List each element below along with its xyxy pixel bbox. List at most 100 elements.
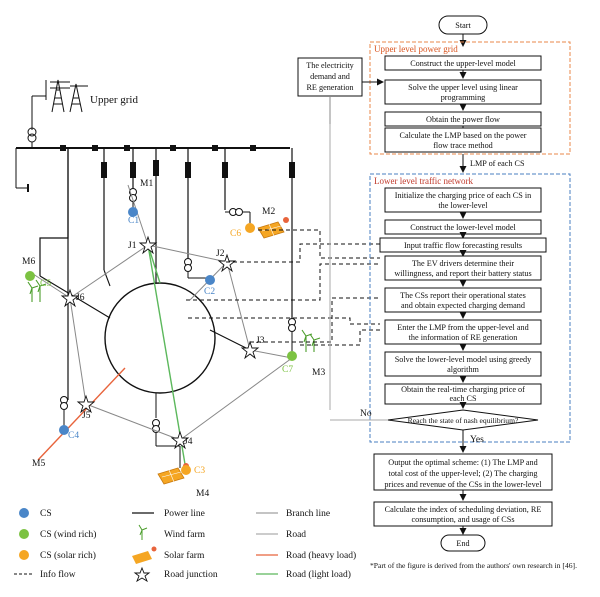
legend-cs-solar-marker: [19, 550, 29, 560]
svg-text:the information of RE generati: the information of RE generation: [409, 333, 518, 342]
cs-c3-label: C3: [194, 466, 205, 476]
m6-label: M6: [22, 257, 35, 267]
step-output-scheme: [373, 453, 553, 491]
svg-text:and obtain expected charging d: and obtain expected charging demand: [401, 301, 525, 310]
no-label: No: [360, 409, 372, 419]
start-label: Start: [455, 21, 471, 30]
svg-text:Enter the LMP from the upper-l: Enter the LMP from the upper-level and: [397, 323, 528, 332]
svg-text:RE generation: RE generation: [306, 83, 353, 92]
heavy-road: [37, 367, 126, 461]
cs-c5: [25, 271, 35, 281]
junction-j2: [217, 253, 237, 273]
network-diagram: Upper grid: [15, 79, 380, 499]
legend-branch-line: Branch line: [286, 509, 330, 519]
cs-c5-label: C5: [40, 279, 51, 289]
svg-text:willingness, and report their: willingness, and report their battery st…: [394, 269, 531, 278]
legend-road-junction: Road junction: [164, 570, 218, 580]
upper-grid-label: Upper grid: [90, 94, 138, 106]
cs-c1: [128, 207, 138, 217]
m1-label: M1: [140, 179, 153, 189]
cs-c3: [181, 465, 191, 475]
legend-cs-wind: CS (wind rich): [40, 529, 96, 540]
decision-nash: [387, 409, 539, 431]
central-substation: [104, 282, 216, 394]
bus-breakers: [60, 145, 256, 151]
roads: [29, 184, 293, 441]
cs-c7: [287, 351, 297, 361]
legend: CS CS (wind rich) CS (solar rich) Info f…: [14, 508, 577, 583]
legend-info-flow: Info flow: [40, 569, 76, 580]
lower-section-title: Lower level traffic network: [374, 176, 474, 186]
transmission-tower-icon: [31, 79, 88, 130]
legend-wind-farm: Wind farm: [164, 529, 206, 540]
svg-text:The CSs report their operation: The CSs report their operational states: [400, 291, 526, 300]
junction-j4-label: J4: [184, 437, 193, 447]
svg-text:Obtain the power flow: Obtain the power flow: [426, 115, 500, 124]
road-junctions: [60, 235, 260, 450]
legend-cs-wind-marker: [19, 529, 29, 539]
upper-section-title: Upper level power grid: [374, 44, 458, 54]
step-init-price: [384, 187, 542, 213]
svg-text:Output the optimal scheme: (1): Output the optimal scheme: (1) The LMP a…: [388, 458, 537, 467]
wind-farm-icon: [301, 329, 321, 352]
legend-cs-marker: [19, 508, 29, 518]
wind-farm-icon: [138, 524, 148, 540]
lmp-label: LMP of each CS: [470, 159, 525, 168]
lower-level-section: [369, 173, 571, 443]
m5-label: M5: [32, 459, 45, 469]
info-flows: [186, 229, 380, 346]
m4-label: M4: [196, 489, 209, 499]
svg-text:prices and revenue of the CSs: prices and revenue of the CSs in the low…: [384, 480, 542, 489]
flowchart: Start Upper level power grid The electri…: [297, 15, 571, 552]
cs-c1-label: C1: [128, 216, 139, 226]
svg-text:total cost of the upper-level;: total cost of the upper-level; (2) The c…: [389, 469, 538, 478]
svg-text:Solve the lower-level model us: Solve the lower-level model using greedy: [395, 355, 532, 364]
footnote: *Part of the figure is derived from the …: [370, 561, 577, 570]
svg-text:the lower-level: the lower-level: [438, 201, 488, 210]
solar-farm-icon: [257, 217, 289, 239]
svg-text:Solve the upper level using li: Solve the upper level using linear: [408, 83, 518, 92]
junction-j5-label: J5: [82, 411, 91, 421]
input-box: [297, 57, 363, 97]
cs-c6-label: C6: [230, 229, 241, 239]
junction-j5: [76, 394, 96, 414]
m3-label: M3: [312, 368, 325, 378]
end-terminal: [440, 534, 486, 552]
svg-text:Calculate the index of schedul: Calculate the index of scheduling deviat…: [385, 505, 542, 514]
junction-j4: [170, 430, 190, 450]
legend-solar-farm: Solar farm: [164, 550, 205, 561]
svg-text:Calculate the LMP based on the: Calculate the LMP based on the power: [399, 131, 526, 140]
upper-level-section: [369, 41, 571, 155]
yes-label: Yes: [470, 435, 484, 445]
end-label: End: [456, 539, 469, 548]
solar-farm-icon: [132, 546, 157, 564]
junction-j6: [60, 288, 80, 308]
junction-j3: [240, 340, 260, 360]
svg-text:each CS: each CS: [449, 394, 477, 403]
cs-c7-label: C7: [282, 365, 293, 375]
cs-c4: [59, 425, 69, 435]
svg-text:flow trace method: flow trace method: [433, 141, 493, 150]
step-solve-upper: [384, 79, 542, 105]
svg-text:Initialize the charging price: Initialize the charging price of each CS…: [395, 191, 532, 200]
cs-c4-label: C4: [68, 431, 79, 441]
main-transformer-icon: [27, 127, 37, 148]
cs-c2-label: C2: [204, 287, 215, 297]
distribution-transformers: [60, 188, 296, 433]
legend-road-heavy: Road (heavy load): [286, 550, 356, 561]
step-calc-lmp: [384, 127, 542, 153]
cs-c2: [205, 275, 215, 285]
step-cs-report: [384, 287, 542, 313]
svg-text:Construct the lower-level mode: Construct the lower-level model: [410, 223, 516, 232]
cs-c6: [245, 223, 255, 233]
svg-text:Input traffic flow forecasting: Input traffic flow forecasting results: [404, 241, 522, 250]
svg-text:Construct the upper-level mode: Construct the upper-level model: [410, 59, 516, 68]
legend-road: Road: [286, 530, 306, 540]
junction-j1: [138, 235, 158, 255]
junction-j2-label: J2: [216, 249, 225, 259]
svg-text:Obtain the real-time charging: Obtain the real-time charging price of: [401, 385, 525, 394]
svg-text:demand and: demand and: [310, 72, 350, 81]
step-enter-lmp: [384, 319, 542, 345]
star-icon: [133, 566, 151, 583]
